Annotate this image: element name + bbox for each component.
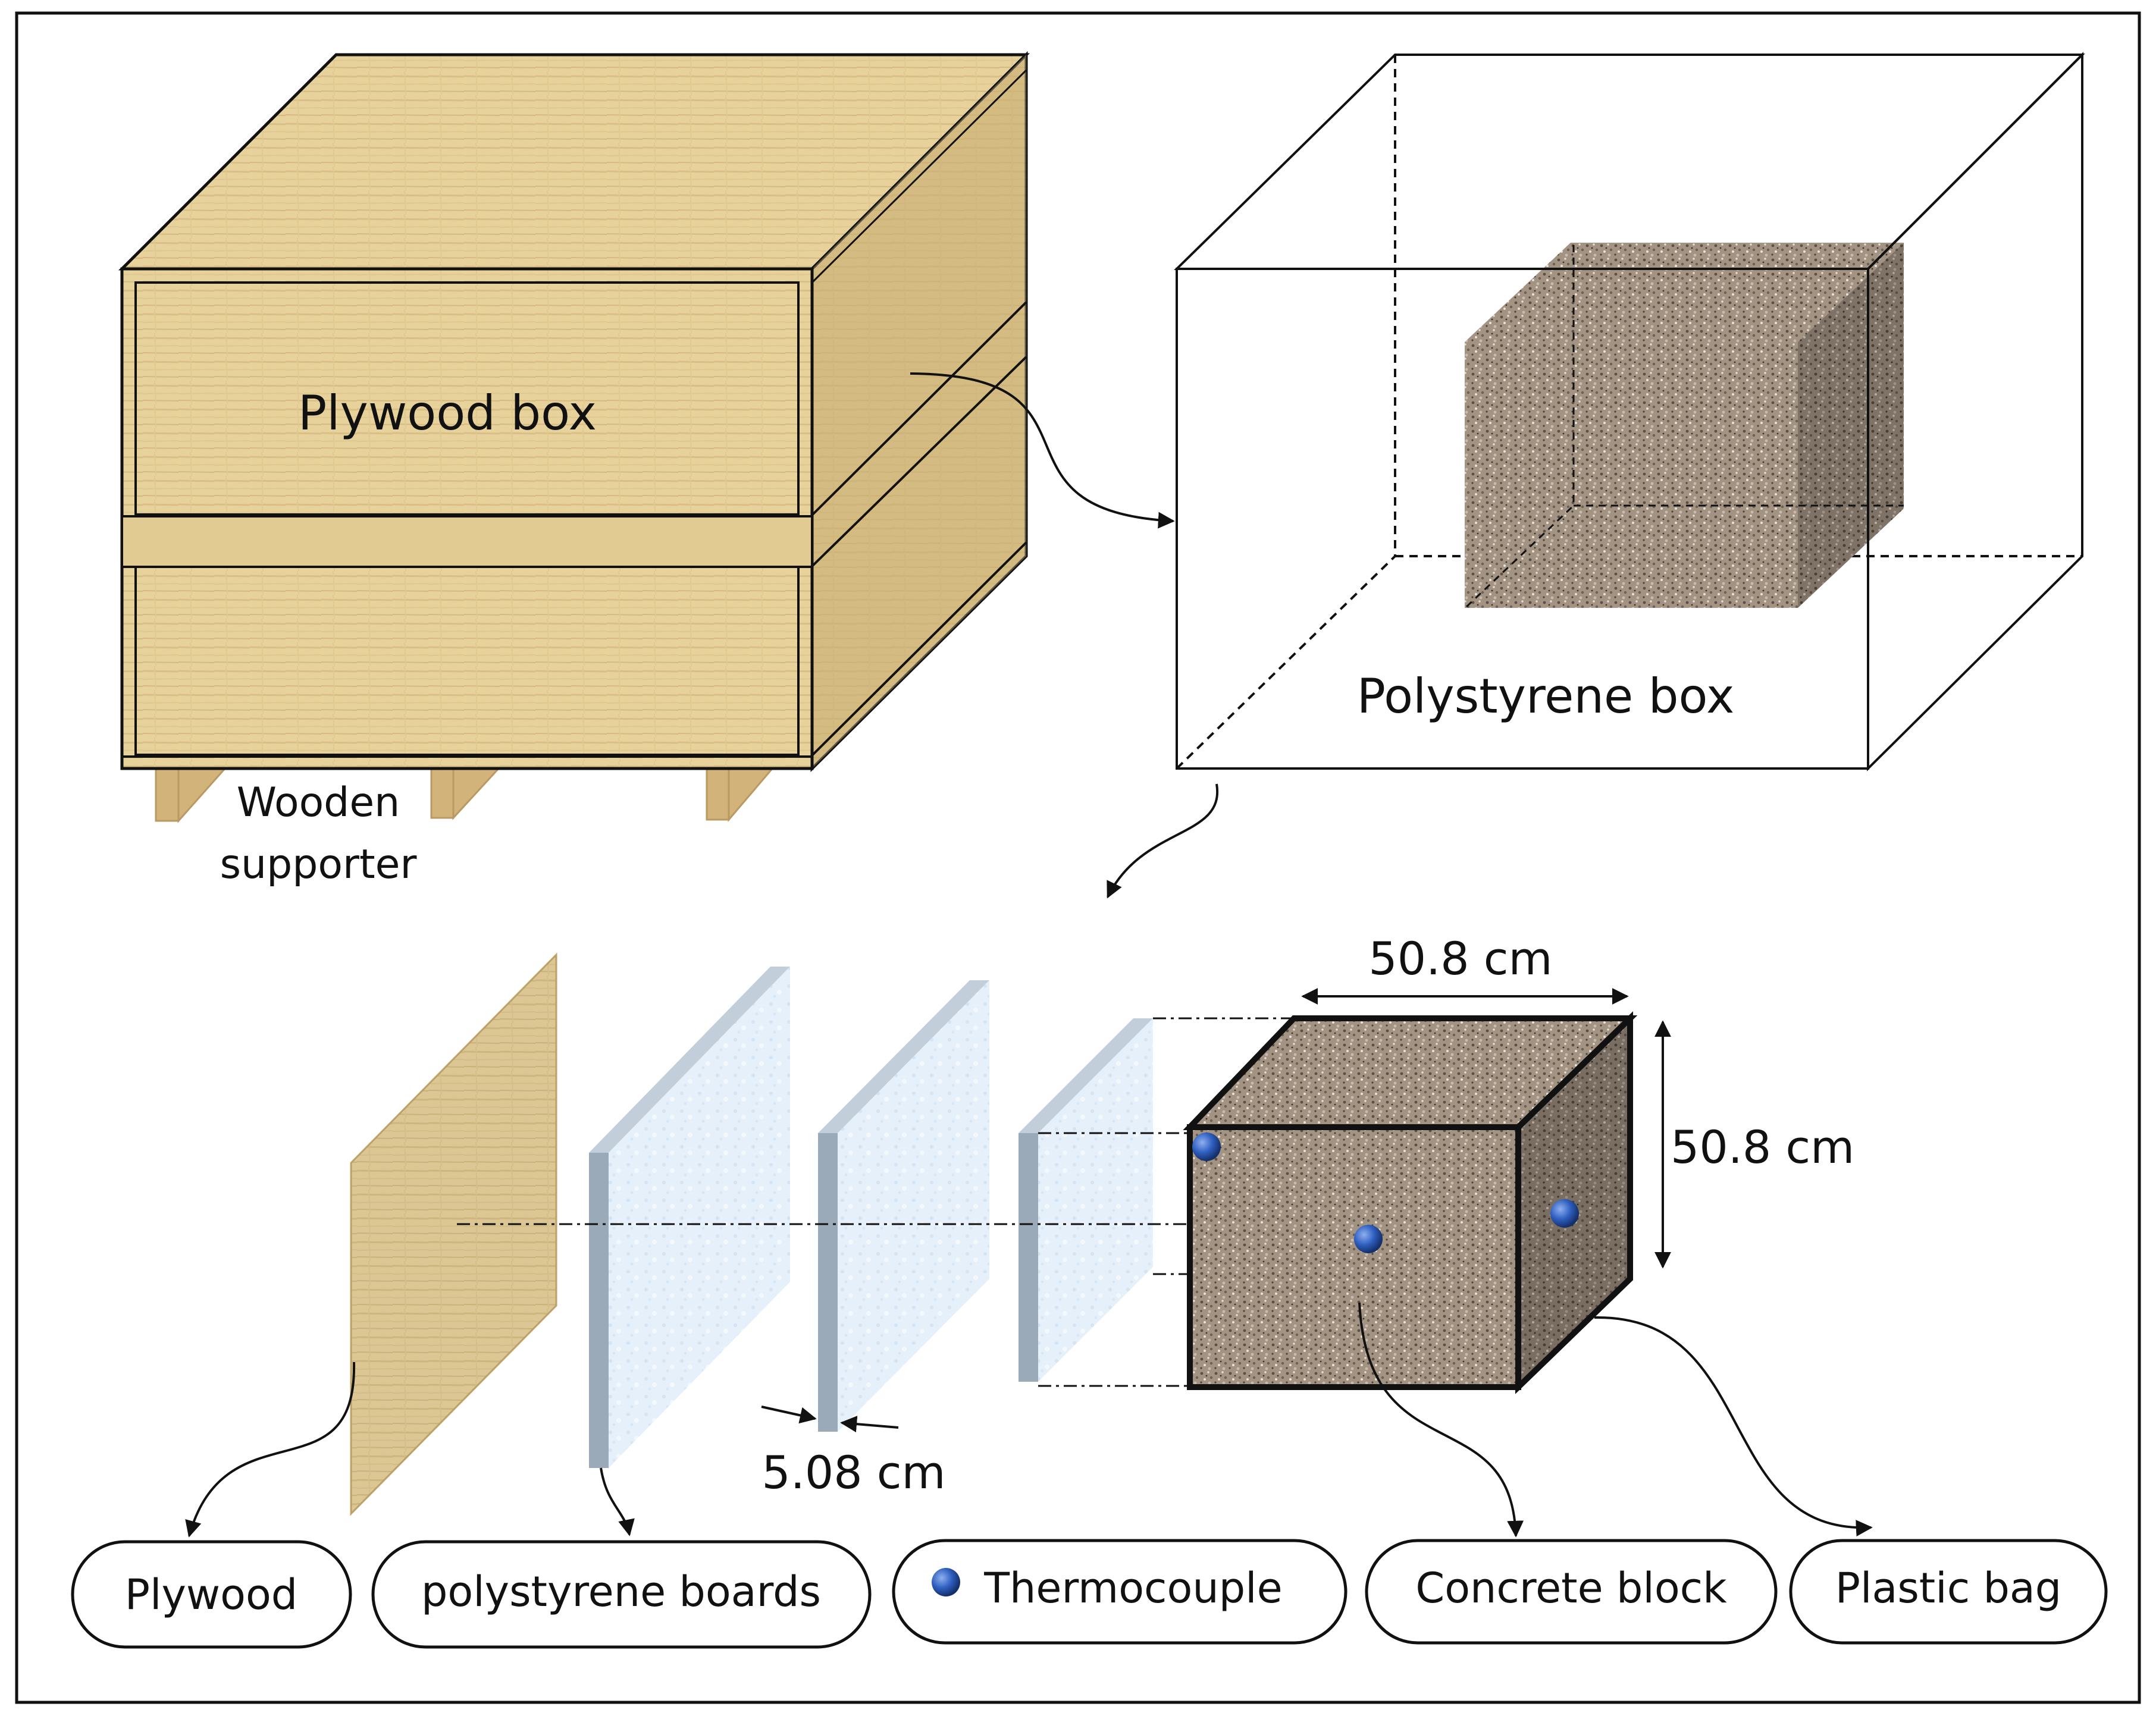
leader-concrete-block bbox=[1358, 1302, 1524, 1538]
dimension-thickness bbox=[761, 1406, 899, 1433]
plywood-sheet bbox=[350, 952, 557, 1516]
alignment-lines bbox=[457, 1017, 1294, 1387]
plywood-box: Plywood box Wooden supporter bbox=[118, 51, 1030, 888]
legend-polystyrene-boards-label: polystyrene boards bbox=[421, 1567, 821, 1616]
leader-polystyrene-boards bbox=[600, 1467, 635, 1536]
wooden-supporter-label-1: Wooden bbox=[237, 779, 400, 826]
thermocouple-side bbox=[1550, 1199, 1579, 1228]
legend-plastic-bag: Plastic bag bbox=[1789, 1539, 2108, 1645]
plywood-box-label: Plywood box bbox=[298, 385, 597, 441]
legend-thermocouple: Thermocouple bbox=[892, 1539, 1348, 1645]
arrow-polystyrene-to-exploded bbox=[1107, 783, 1219, 899]
figure-frame bbox=[15, 11, 2141, 1704]
dimension-width: 50.8 cm bbox=[1301, 932, 1629, 1005]
leader-plywood bbox=[185, 1362, 356, 1538]
leader-arrows bbox=[185, 1302, 1873, 1538]
legend-plastic-bag-label: Plastic bag bbox=[1835, 1564, 2061, 1613]
thermocouple-icon bbox=[932, 1568, 960, 1596]
leader-plastic-bag bbox=[1594, 1316, 1873, 1537]
legend-polystyrene-boards: polystyrene boards bbox=[371, 1540, 872, 1649]
legend-plywood: Plywood bbox=[71, 1540, 352, 1649]
legend-concrete-block: Concrete block bbox=[1365, 1539, 1778, 1645]
wooden-supporter-label-2: supporter bbox=[220, 841, 417, 888]
polystyrene-box: Polystyrene box bbox=[1174, 52, 2085, 771]
polystyrene-board-3 bbox=[1019, 1018, 1153, 1382]
plastic-bag-outline bbox=[1183, 1011, 1638, 1394]
thermocouple-center bbox=[1354, 1225, 1383, 1253]
dimension-height: 50.8 cm bbox=[1654, 1020, 1854, 1269]
dimension-height-label: 50.8 cm bbox=[1671, 1121, 1854, 1174]
legend-concrete-block-label: Concrete block bbox=[1415, 1564, 1727, 1613]
dimension-width-label: 50.8 cm bbox=[1368, 932, 1552, 985]
arrow-plywood-to-polystyrene bbox=[910, 372, 1175, 529]
thermocouple-corner bbox=[1192, 1133, 1221, 1161]
legend: Plywood polystyrene boards Thermocouple … bbox=[71, 1539, 2108, 1649]
concrete-block bbox=[1183, 1011, 1638, 1394]
dimension-thickness-label: 5.08 cm bbox=[762, 1446, 945, 1499]
polystyrene-board-1 bbox=[589, 967, 790, 1468]
polystyrene-board-2 bbox=[818, 980, 989, 1432]
legend-plywood-label: Plywood bbox=[125, 1570, 297, 1619]
legend-thermocouple-label: Thermocouple bbox=[983, 1564, 1282, 1613]
wooden-supporters bbox=[155, 766, 776, 823]
inner-concrete-block bbox=[1465, 243, 1904, 608]
polystyrene-box-label: Polystyrene box bbox=[1357, 669, 1735, 724]
